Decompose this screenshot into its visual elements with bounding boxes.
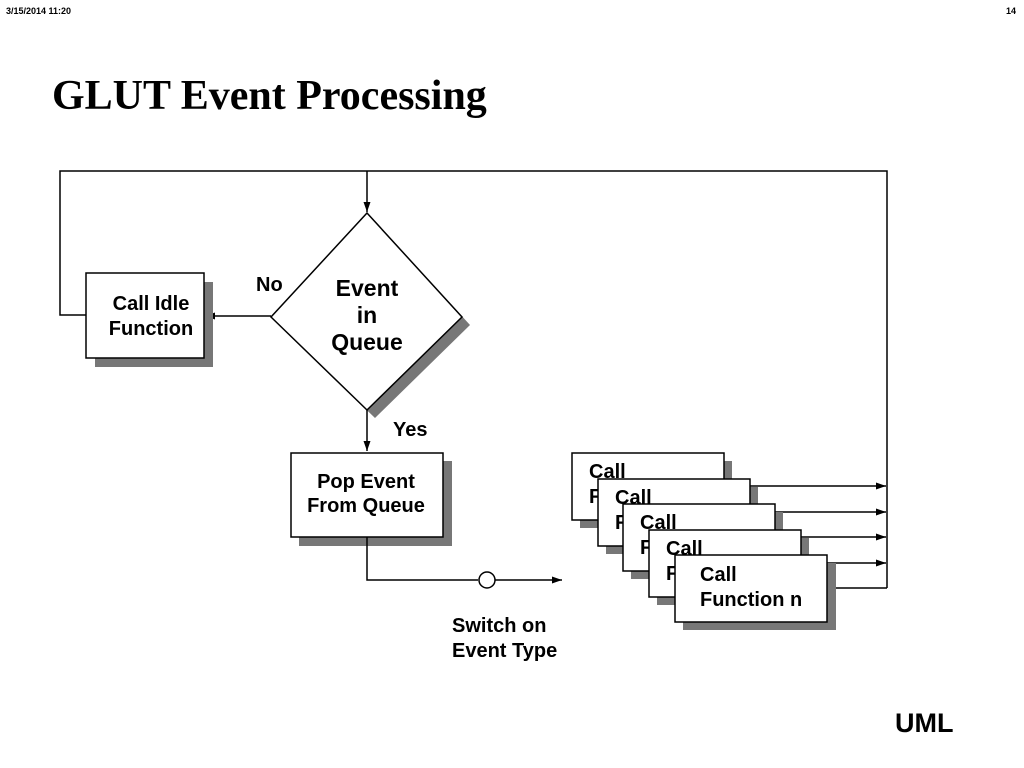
slide-page-number: 14 <box>1005 6 1016 16</box>
pop-box-line2: From Queue <box>307 495 425 517</box>
switch-node <box>478 571 496 589</box>
call-box-line1: Call <box>640 512 677 534</box>
idle-box-line1: Call Idle <box>113 293 190 315</box>
pop-to-switch-line <box>366 537 478 581</box>
idle-box-line2: Function <box>109 318 193 340</box>
decision-text-line3: Queue <box>331 329 403 355</box>
slide-date: 3/15/2014 11:20 <box>6 6 72 16</box>
call-box-line2: Function n <box>700 589 802 611</box>
call-box-line1: Call <box>589 461 626 483</box>
switch-label-line2: Event Type <box>452 640 557 662</box>
no-label: No <box>256 274 283 296</box>
call-box-line1: Call <box>700 564 737 586</box>
pop-event-box: Pop Event From Queue <box>290 452 452 546</box>
yes-label: Yes <box>393 419 427 441</box>
footer-label: UML <box>895 708 954 738</box>
pop-box-line1: Pop Event <box>317 471 415 493</box>
switch-label-line1: Switch on <box>452 615 546 637</box>
decision-text-line1: Event <box>336 275 399 301</box>
decision-diamond: Event in Queue <box>269 211 470 418</box>
loop-line <box>59 170 888 588</box>
decision-text-line2: in <box>357 302 377 328</box>
call-function-box: Call Function n <box>674 554 836 630</box>
idle-function-box: Call Idle Function <box>85 272 213 367</box>
page-title: GLUT Event Processing <box>52 73 487 119</box>
